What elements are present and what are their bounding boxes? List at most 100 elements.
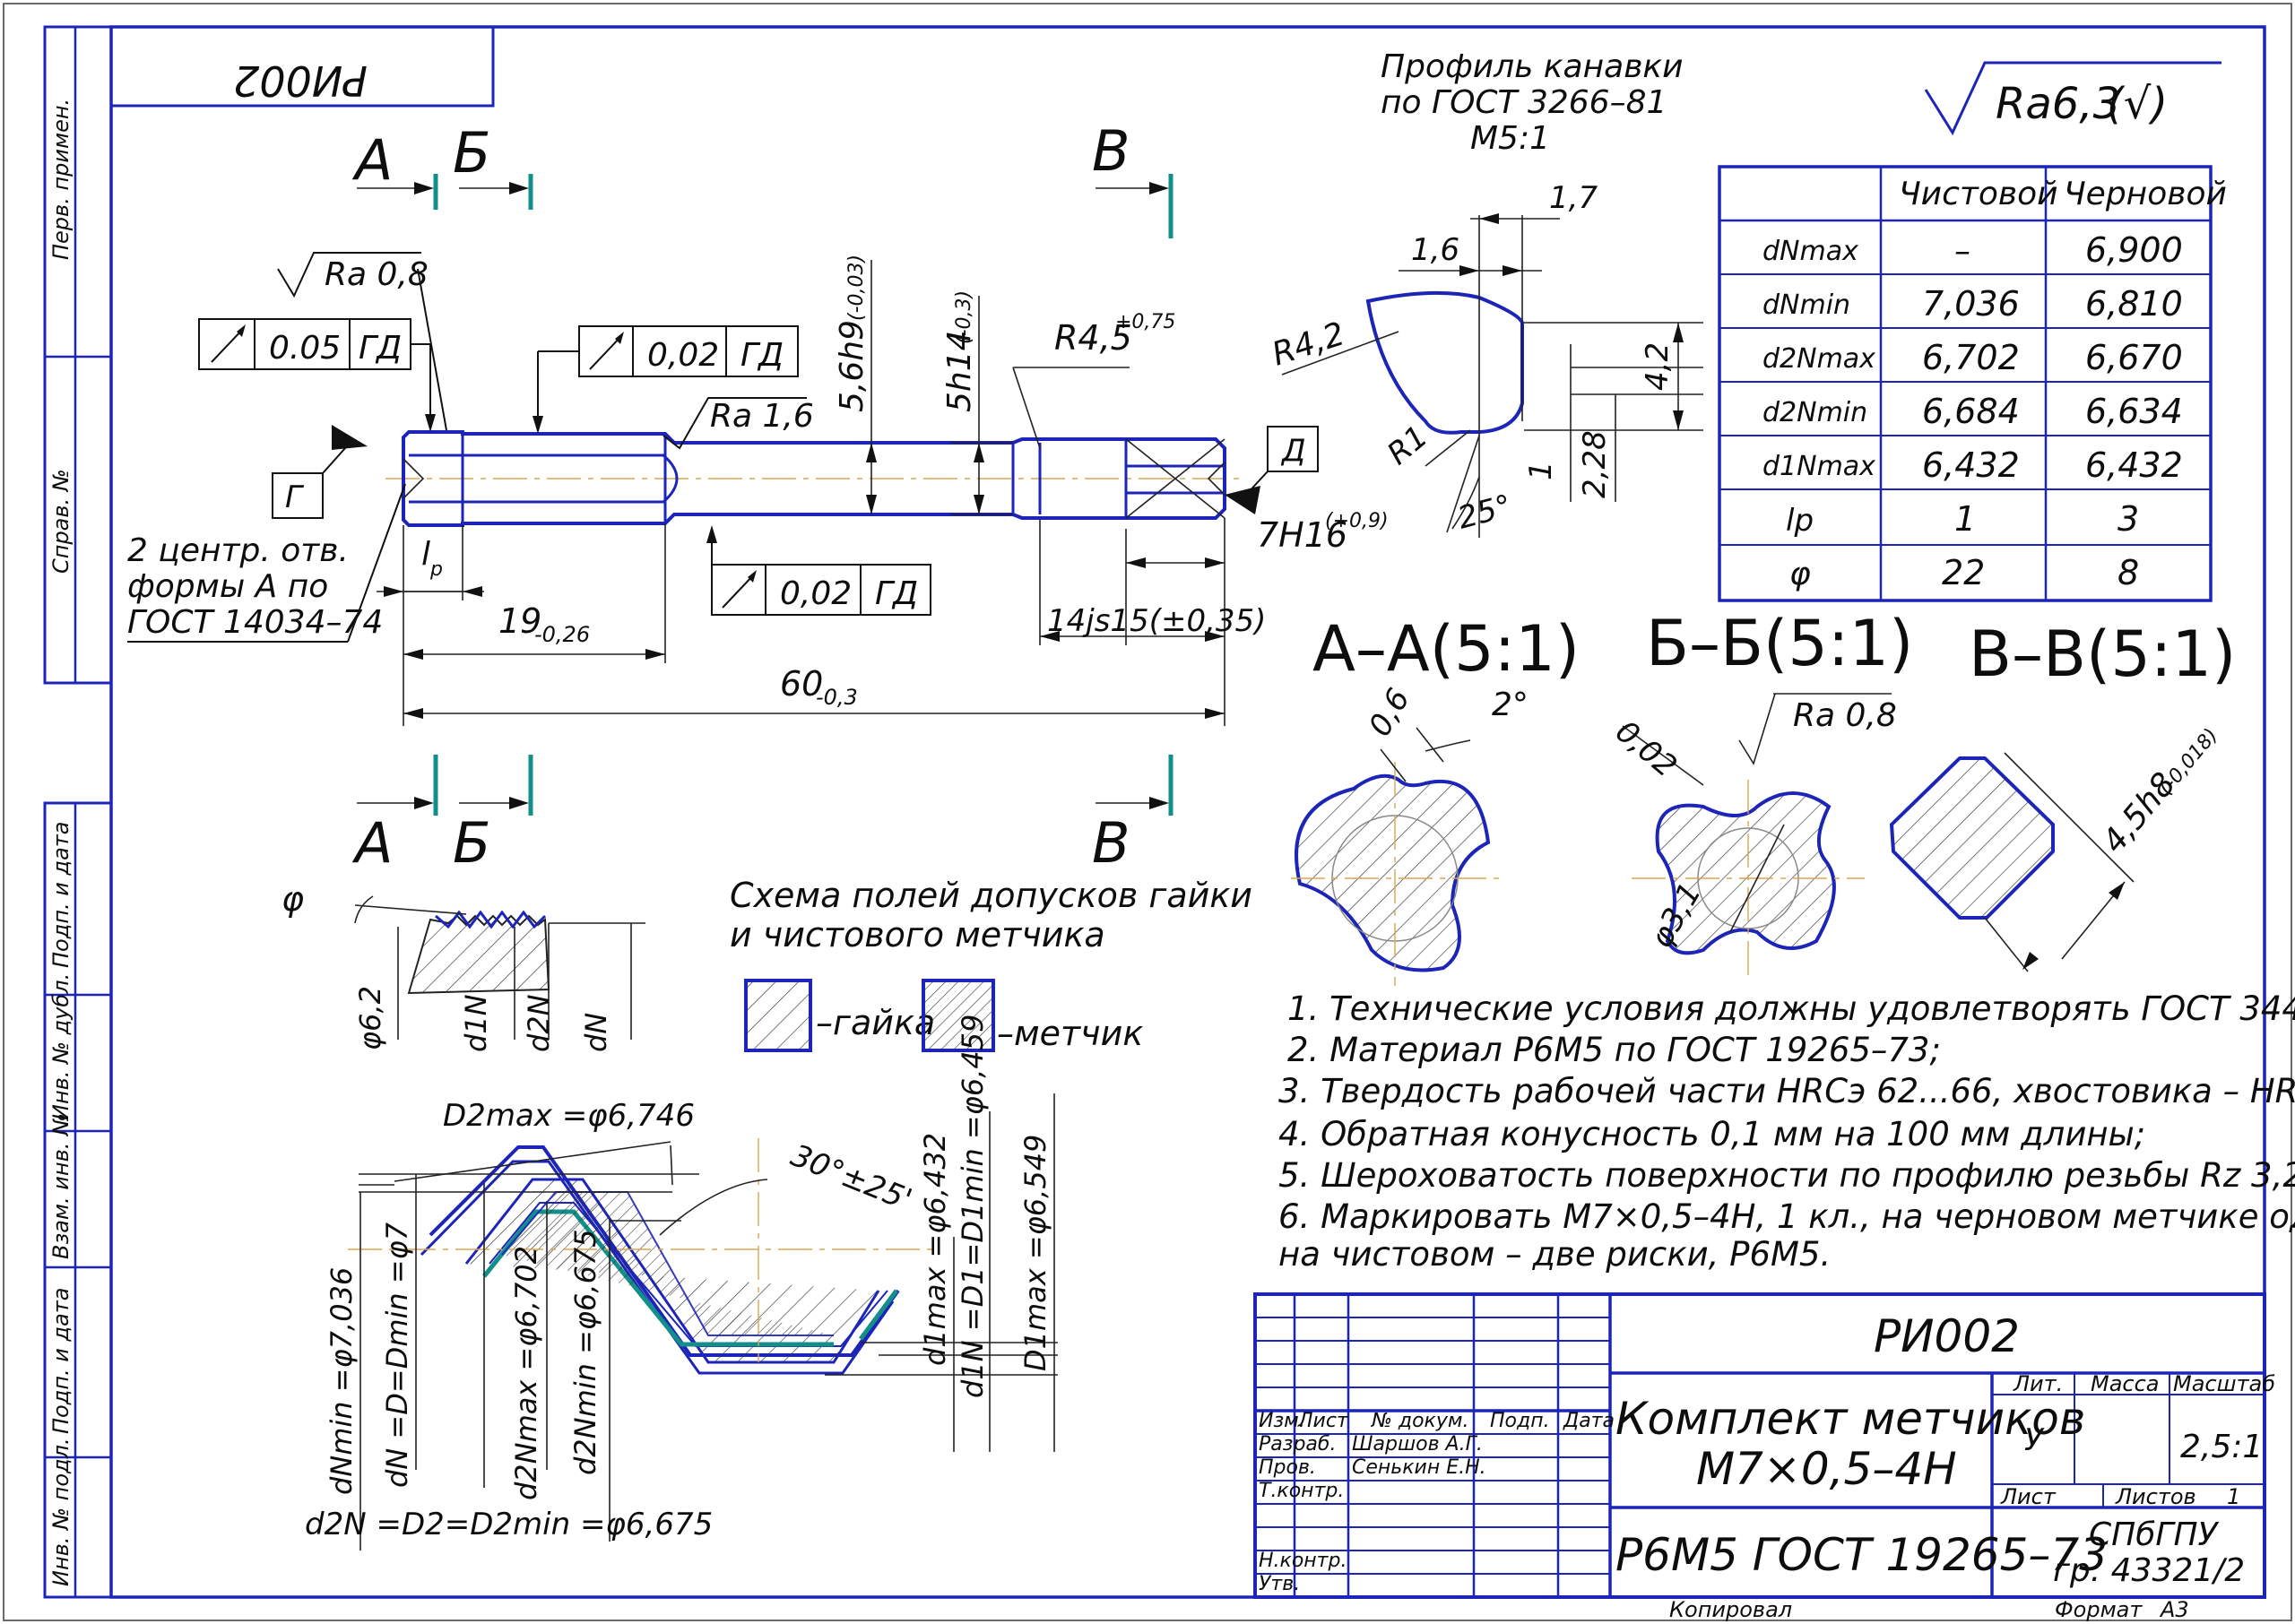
tol-d2N: d2N =D2=D2min =φ6,675 [305, 1507, 713, 1542]
table-row-param: dNmin [1762, 289, 1850, 321]
tolerance-frame-3 [706, 525, 931, 616]
mark-a-top: А [351, 127, 393, 193]
tb-mass-label: Масса [2091, 1371, 2160, 1396]
table-row-param: d2Nmin [1762, 397, 1867, 428]
legend-nut-swatch [744, 979, 812, 1052]
tb-nkontr: Н.контр. [1259, 1550, 1347, 1572]
tb-sheets-value: 1 [2227, 1484, 2240, 1509]
tb-prov: Пров. [1259, 1456, 1316, 1479]
roughness-ra08-icon [277, 252, 421, 298]
tolerance-frame-1 [198, 318, 436, 432]
groove-h228: 2,28 [1577, 430, 1613, 498]
scheme-title-1: Схема полей допусков гайки [730, 876, 1252, 915]
dim-lp: l [421, 536, 430, 573]
param-table [1718, 165, 2213, 602]
tb-utv: Утв. [1259, 1573, 1300, 1595]
tb-designation: РИ002 [1874, 1310, 2020, 1362]
table-row-fin: 1 [1954, 499, 1976, 539]
dim-l60-tol: -0,3 [816, 685, 858, 710]
table-header-fin: Чистовой [1899, 176, 2058, 212]
side-label-podp: Подп. и дата [48, 822, 74, 969]
mark-v-top: В [1092, 118, 1130, 184]
note-5: 5. Шероховатость поверхности по профилю … [1278, 1156, 2295, 1195]
tol-angle: 30°±25' [786, 1137, 917, 1218]
note-6: 6. Маркировать М7×0,5–4Н, 1 кл., на черн… [1278, 1197, 2295, 1236]
table-header-rough: Черновой [2064, 176, 2227, 212]
table-row-param: d2Nmax [1762, 343, 1875, 375]
thread-d2n: d2N [522, 994, 556, 1052]
center-note-1: 2 центр. отв. [127, 532, 349, 569]
datum-d-triangle [1225, 486, 1260, 514]
side-label-dubl: Инв. № дубл. [48, 973, 74, 1120]
datum-g-triangle [332, 425, 368, 450]
table-row-rough: 6,810 [2085, 284, 2183, 324]
section-vv [1889, 752, 2135, 972]
tb-name-2: М7×0,5–4Н [1696, 1443, 1957, 1495]
dim-d56-tol: (-0,03) [845, 255, 868, 321]
table-row-param: lp [1786, 503, 1814, 539]
mark-b-bottom: Б [453, 810, 491, 876]
table-row-fin: 6,432 [1922, 445, 2020, 485]
outer-border [3, 3, 2292, 1621]
roughness-ra08: Ra 0,8 [325, 256, 429, 293]
thread-d62: φ6,2 [353, 986, 387, 1050]
tb-scale-value: 2,5:1 [2180, 1429, 2263, 1465]
section-dim-s45-tol: (-0,018) [2154, 724, 2222, 799]
section-title-vv: В–В(5:1) [1969, 618, 2236, 691]
table-row-rough: 6,634 [2085, 392, 2183, 431]
section-dim-s06: 0,6 [1362, 683, 1417, 743]
section-title-bb: Б–Б(5:1) [1646, 607, 1913, 680]
tb-razrab-name: Шаршов А.Г. [1352, 1433, 1483, 1456]
tb-format-value: А3 [2159, 1597, 2189, 1622]
groove-d17: 1,7 [1549, 180, 1598, 216]
thread-d1n: d1N [459, 994, 493, 1052]
tb-sheets-label: Листов [2115, 1484, 2196, 1509]
tb-org-1: СПбГПУ [2089, 1516, 2220, 1553]
thread-profile [354, 895, 645, 1040]
dim-r45: R4,5 [1054, 318, 1132, 358]
side-label-inv: Инв. № подл. [48, 1438, 74, 1586]
note-2: 2. Материал Р6М5 по ГОСТ 19265–73; [1287, 1031, 1941, 1069]
dim-d5: 5h14 [941, 330, 978, 412]
dim-d5-tol: (-0,3) [953, 290, 975, 344]
tb-format: Формат [2055, 1597, 2143, 1622]
roughness-ra16: Ra 1,6 [710, 398, 814, 435]
legend-tap: –метчик [997, 1014, 1143, 1053]
tb-col-doc: № докум. [1371, 1410, 1468, 1432]
tol-d2Nmax: d2Nmax =φ6,702 [509, 1246, 543, 1500]
groove-a25: 25° [1454, 488, 1516, 536]
tb-tkontr: Т.контр. [1259, 1480, 1344, 1502]
dim-lp-sub: p [429, 558, 443, 581]
scheme-title-2: и чистового метчика [730, 915, 1105, 955]
tol-D2max: D2max =φ6,746 [443, 1098, 695, 1134]
groove-d16: 1,6 [1411, 232, 1459, 268]
table-row-fin: 7,036 [1922, 284, 2020, 324]
table-row-param: φ [1789, 556, 1811, 592]
table-rows: dNmax – 6,900 dNmin 7,036 6,810 d2Nmax 6… [1762, 230, 2183, 592]
tb-material: Р6М5 ГОСТ 19265–73 [1615, 1529, 2108, 1581]
table-row-rough: 8 [2117, 553, 2139, 592]
tolerance-3-value: 0,02 [780, 575, 852, 612]
note-3: 3. Твердость рабочей части HRCэ 62...66,… [1278, 1072, 2295, 1110]
groove-profile [1281, 213, 1703, 538]
roughness-general-icon [1924, 61, 2221, 136]
groove-title-3: М5:1 [1470, 120, 1550, 157]
left-side-strip [43, 25, 113, 1599]
table-row-fin: – [1954, 233, 1970, 270]
tb-org-2: гр. 43321/2 [2053, 1552, 2245, 1589]
side-label-vzam: Взам. инв. № [48, 1113, 74, 1259]
tb-name-1: Комплект метчиков [1615, 1393, 2085, 1445]
groove-title-2: по ГОСТ 3266–81 [1381, 84, 1667, 121]
tb-scale-label: Масштаб [2173, 1371, 2275, 1396]
table-row-fin: 6,684 [1922, 392, 2020, 431]
note-1: 1. Технические условия должны удовлетвор… [1287, 989, 2295, 1028]
stamp-top-left-box [109, 25, 495, 108]
note-7: на чистовом – две риски, Р6М5. [1278, 1235, 1831, 1274]
dim-h7-tol: (+0,9) [1325, 510, 1389, 532]
table-row-rough: 6,670 [2085, 338, 2183, 377]
tol-dN: dN =D=Dmin =φ7 [380, 1222, 414, 1488]
note-4: 4. Обратная конусность 0,1 мм на 100 мм … [1278, 1115, 2145, 1153]
section-dim-s2: 2° [1492, 687, 1529, 723]
table-row-rough: 6,432 [2085, 445, 2183, 485]
